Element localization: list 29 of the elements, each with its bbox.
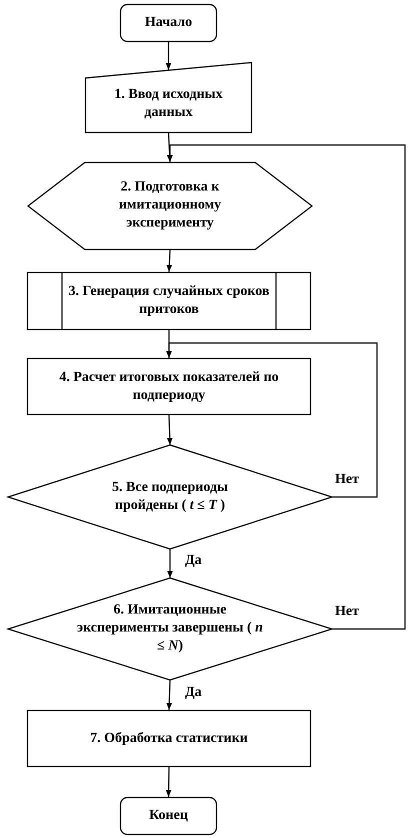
decision-diamond [8,445,332,549]
arrow [166,680,172,710]
arrow [166,132,172,162]
arrow [167,549,173,578]
subprocess-box [27,272,311,330]
node-text: Конец [148,806,189,825]
node-text: Начало [144,14,194,32]
arrow [166,342,378,498]
edge-label: Да [183,685,204,700]
process-box [27,358,311,415]
node-text: 2. Подготовка к имитационному эксперименту [118,178,222,234]
node-text: 1. Ввод исходных данных [113,85,224,122]
edge-label: Да [183,553,204,568]
node-text: 4. Расчет итоговых показателей по подпериоду [58,368,280,404]
input-box [85,62,252,133]
decision-diamond [8,578,332,680]
process-box [27,710,311,767]
arrow [166,250,172,272]
node-text: 7. Обработка статистики [89,729,249,748]
terminal-box [120,797,217,835]
node-text: 6. Имитационные эксперименты завершены ( n ≤ N) [76,602,264,656]
arrow [166,414,173,446]
preparation-hexagon [28,162,312,250]
arrow [167,144,406,630]
arrow [166,766,172,798]
terminal-box [120,4,217,42]
arrow [166,42,172,70]
node-text: 5. Все подпериоды пройдены ( t ≤ T ) [111,478,229,515]
node-text: 3. Генерация случайных сроков притоков [68,282,270,319]
